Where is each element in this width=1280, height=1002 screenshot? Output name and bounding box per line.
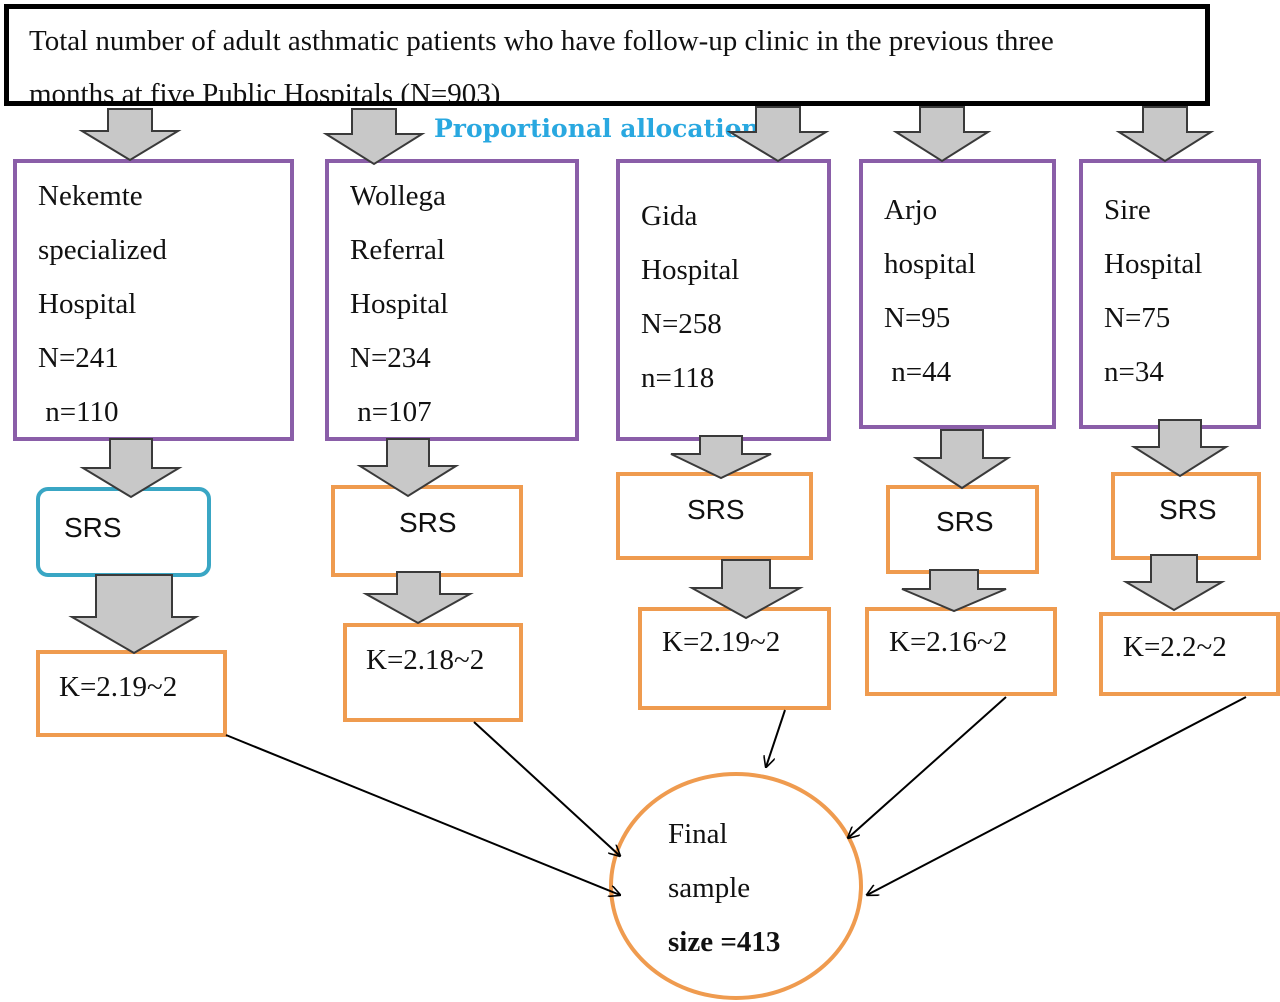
block-arrow-down [1122, 554, 1226, 612]
hospital-line: Gida [641, 200, 698, 232]
hospital-population-count: N=75 [1104, 302, 1171, 334]
final-sample-circle: Final sample size =413 [609, 772, 863, 1000]
hospital-box-gida: Gida Hospital N=258 n=118 [616, 159, 831, 441]
hospital-population-count: N=258 [641, 308, 722, 340]
srs-label: SRS [1159, 494, 1217, 525]
arrow-to-final [766, 709, 786, 767]
hospital-line: Nekemte [38, 180, 143, 212]
k-interval: K=2.19~2 [59, 671, 178, 703]
k-box-gida: K=2.19~2 [638, 607, 831, 710]
hospital-line: Hospital [641, 254, 740, 286]
k-box-sire: K=2.2~2 [1099, 612, 1280, 696]
srs-box-sire: SRS [1111, 472, 1261, 560]
arrow-to-final [848, 696, 1007, 838]
population-text: Total number of adult asthmatic patients… [29, 15, 1195, 106]
hospital-sample-count: n=44 [884, 356, 952, 388]
arrow-to-final [225, 734, 620, 895]
final-sample-line-1: Final [668, 818, 728, 850]
k-interval: K=2.18~2 [366, 644, 485, 676]
block-arrow-down [892, 106, 992, 163]
hospital-box-sire: Sire Hospital N=75 n=34 [1079, 159, 1261, 429]
hospital-population-count: N=95 [884, 302, 951, 334]
arrow-to-final [867, 696, 1247, 895]
hospital-line: Wollega [350, 180, 446, 212]
hospital-line: Referral [350, 234, 445, 266]
k-box-nekemte: K=2.19~2 [36, 650, 227, 737]
block-arrow-down [78, 108, 182, 162]
srs-label: SRS [936, 506, 994, 537]
srs-box-arjo: SRS [886, 485, 1039, 574]
block-arrow-down [362, 571, 474, 625]
hospital-line: Arjo [884, 194, 938, 226]
hospital-sample-count: n=110 [38, 396, 119, 428]
hospital-population-count: N=234 [350, 342, 431, 374]
hospital-population-count: N=241 [38, 342, 119, 374]
srs-label: SRS [399, 507, 457, 538]
hospital-line: Hospital [38, 288, 137, 320]
population-line-2: months at five Public Hospitals (N=903) [29, 78, 501, 106]
final-sample-size: size =413 [668, 926, 781, 958]
hospital-sample-count: n=118 [641, 362, 715, 394]
srs-label: SRS [64, 512, 122, 543]
hospital-box-arjo: Arjo hospital N=95 n=44 [859, 159, 1056, 429]
k-box-arjo: K=2.16~2 [865, 607, 1057, 696]
block-arrow-down [901, 569, 1007, 613]
block-arrow-down [912, 429, 1012, 490]
hospital-sample-count: n=107 [350, 396, 432, 428]
hospital-box-nekemte: Nekemte specialized Hospital N=241 n=110 [13, 159, 294, 441]
hospital-line: specialized [38, 234, 167, 266]
srs-box-gida: SRS [616, 472, 813, 560]
block-arrow-down [1115, 106, 1215, 163]
hospital-box-wollega: Wollega Referral Hospital N=234 n=107 [325, 159, 579, 441]
srs-box-nekemte: SRS [36, 487, 211, 577]
population-line-1: Total number of adult asthmatic patients… [29, 25, 1054, 57]
arrow-to-final [473, 721, 620, 856]
hospital-line: Hospital [350, 288, 449, 320]
hospital-line: Hospital [1104, 248, 1203, 280]
hospital-line: hospital [884, 248, 976, 280]
hospital-sample-count: n=34 [1104, 356, 1164, 388]
proportional-allocation-label: Proportional allocation [434, 114, 760, 143]
k-interval: K=2.2~2 [1123, 631, 1227, 663]
k-interval: K=2.16~2 [889, 626, 1008, 658]
block-arrow-down [322, 108, 426, 166]
hospital-line: Sire [1104, 194, 1151, 226]
k-interval: K=2.19~2 [662, 626, 781, 658]
k-box-wollega: K=2.18~2 [343, 623, 523, 722]
block-arrow-down [68, 574, 200, 655]
srs-label: SRS [687, 494, 745, 525]
population-box: Total number of adult asthmatic patients… [4, 4, 1210, 106]
final-sample-line-2: sample [668, 872, 751, 904]
srs-box-wollega: SRS [331, 485, 523, 577]
